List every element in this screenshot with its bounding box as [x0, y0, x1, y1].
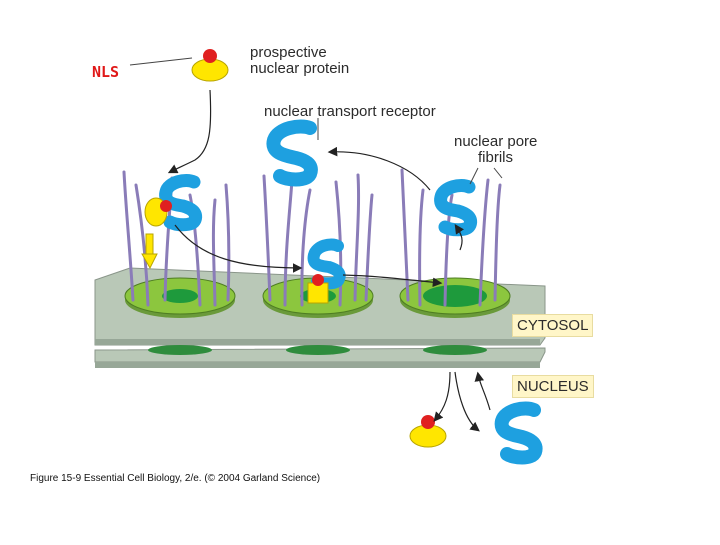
- fibrils-label-line2: fibrils: [478, 149, 514, 166]
- receptor-bound-left: [159, 173, 203, 232]
- free-receptor-top: [266, 119, 318, 187]
- figure-caption: Figure 15-9 Essential Cell Biology, 2/e.…: [30, 473, 321, 484]
- prospective-nuclear-protein: [191, 49, 229, 82]
- cargo-bound-left: [144, 197, 172, 227]
- prospective-label-line2: nuclear protein: [250, 60, 350, 77]
- leader-lines: [129, 57, 503, 185]
- nuclear-pore-1: [124, 277, 236, 355]
- fibrils-label-line1: nuclear pore: [454, 133, 538, 150]
- pathway-arrows: [167, 89, 491, 432]
- cargo-in-pore-2: [307, 274, 329, 304]
- receptor-label: nuclear transport receptor: [264, 103, 436, 120]
- receptor-in-nucleus: [494, 401, 543, 465]
- prospective-label-line1: prospective: [250, 44, 327, 61]
- nls-label: NLS: [92, 63, 120, 81]
- cargo-in-nucleus: [409, 415, 447, 448]
- nucleus-label: NUCLEUS: [512, 375, 594, 398]
- docking-arrow: [141, 233, 158, 270]
- cytosol-label: CYTOSOL: [512, 314, 594, 337]
- receptor-returning: [434, 178, 478, 237]
- receptor-in-pore-2: [307, 238, 346, 290]
- nuclear-pore-3-open: [399, 277, 511, 355]
